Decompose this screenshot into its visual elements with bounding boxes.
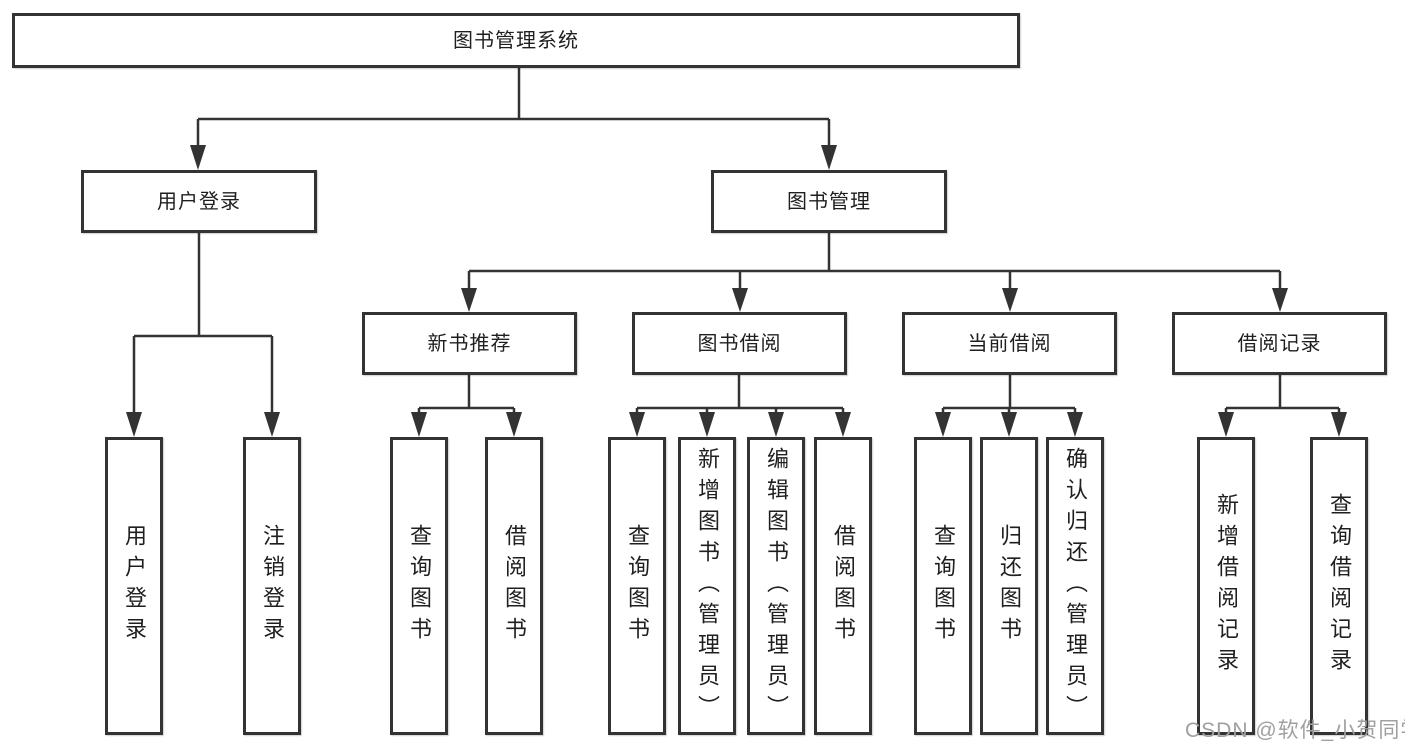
leaf-confirm-return-admin: 确认归还（管理员） <box>1046 437 1104 735</box>
node-borrowing-records-label: 借阅记录 <box>1237 332 1322 355</box>
leaf-query-books-borrowing-label: 查询图书 <box>625 524 650 648</box>
leaf-borrow-books-borrowing-label: 借阅图书 <box>831 524 856 648</box>
node-book-management: 图书管理 <box>711 170 947 233</box>
leaf-confirm-return-admin-label: 确认归还（管理员） <box>1063 446 1088 726</box>
leaf-add-borrow-record-label: 新增借阅记录 <box>1214 493 1239 679</box>
node-library-system: 图书管理系统 <box>12 13 1020 68</box>
leaf-logout: 注销登录 <box>243 437 301 735</box>
leaf-borrow-books-recommend-label: 借阅图书 <box>502 524 527 648</box>
node-book-borrowing-label: 图书借阅 <box>697 332 782 355</box>
leaf-query-borrow-record-label: 查询借阅记录 <box>1327 493 1352 679</box>
leaf-add-book-admin-label: 新增图书（管理员） <box>695 446 720 726</box>
node-current-borrowing-label: 当前借阅 <box>967 332 1052 355</box>
node-book-management-label: 图书管理 <box>787 190 871 213</box>
node-new-book-recommendation: 新书推荐 <box>362 312 577 375</box>
node-current-borrowing: 当前借阅 <box>902 312 1117 375</box>
leaf-user-login: 用户登录 <box>105 437 163 735</box>
leaf-return-book-label: 归还图书 <box>997 524 1022 648</box>
leaf-logout-label: 注销登录 <box>260 524 285 648</box>
leaf-query-books-recommend-label: 查询图书 <box>407 524 432 648</box>
leaf-query-books-borrowing: 查询图书 <box>608 437 666 735</box>
leaf-edit-book-admin: 编辑图书（管理员） <box>747 437 805 735</box>
leaf-query-books-recommend: 查询图书 <box>390 437 448 735</box>
leaf-query-books-current-label: 查询图书 <box>931 524 956 648</box>
node-user-login: 用户登录 <box>81 170 317 233</box>
leaf-user-login-label: 用户登录 <box>122 524 147 648</box>
node-book-borrowing: 图书借阅 <box>632 312 847 375</box>
node-borrowing-records: 借阅记录 <box>1172 312 1387 375</box>
node-library-system-label: 图书管理系统 <box>453 29 579 52</box>
leaf-query-borrow-record: 查询借阅记录 <box>1310 437 1368 735</box>
leaf-add-book-admin: 新增图书（管理员） <box>678 437 736 735</box>
leaf-borrow-books-recommend: 借阅图书 <box>485 437 543 735</box>
leaf-query-books-current: 查询图书 <box>914 437 972 735</box>
node-new-book-recommendation-label: 新书推荐 <box>427 332 512 355</box>
leaf-return-book: 归还图书 <box>980 437 1038 735</box>
watermark-text: CSDN @软件_小贺同学 <box>1185 719 1405 742</box>
node-user-login-label: 用户登录 <box>157 190 241 213</box>
leaf-borrow-books-borrowing: 借阅图书 <box>814 437 872 735</box>
leaf-edit-book-admin-label: 编辑图书（管理员） <box>764 446 789 726</box>
leaf-add-borrow-record: 新增借阅记录 <box>1197 437 1255 735</box>
